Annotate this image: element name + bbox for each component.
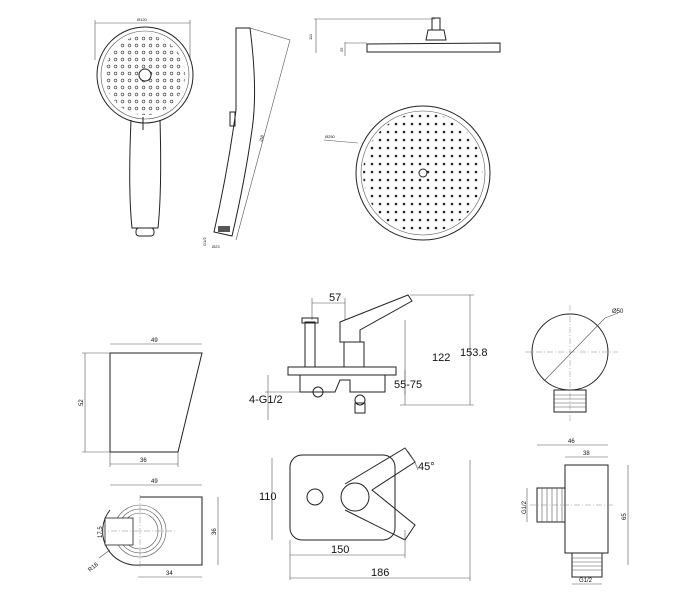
overhead-shower-side-view: 111 25 <box>308 17 501 56</box>
hand-shower-diameter-label: Ø120 <box>137 17 148 22</box>
hand-shower-side-view: 258 G1/2 Ø23 <box>202 27 291 249</box>
mixer-width-150-label: 150 <box>331 544 349 556</box>
holder-depth-label: 36 <box>212 528 218 535</box>
mixer-angle-label: 45° <box>418 461 435 473</box>
overhead-plate-label: 25 <box>339 47 344 52</box>
holder-side-bottom-label: 36 <box>140 458 147 464</box>
holder-top-width-label: 49 <box>151 479 158 485</box>
mixer-wall-range-label: 55-75 <box>394 379 422 391</box>
holder-top-view: 49 17.5 R18 36 34 <box>87 479 219 578</box>
overhead-diameter-label: Ø250 <box>325 134 336 139</box>
elbow-side-thread-label: G1/2 <box>522 500 528 514</box>
holder-bottom-label: 34 <box>166 571 173 577</box>
holder-radius-label: R18 <box>87 561 100 573</box>
overhead-shower-front-view: Ø250 <box>323 105 491 241</box>
elbow-body-width-label: 38 <box>583 451 590 457</box>
mixer-inlets-label: 4-G1/2 <box>249 394 283 406</box>
wall-elbow-side-view: 46 38 G1/2 65 G1/2 <box>522 439 629 585</box>
elbow-height-label: 65 <box>622 513 628 520</box>
hand-shower-length-label: 258 <box>258 134 265 142</box>
hand-shower-front-view: Ø120 <box>94 17 194 237</box>
holder-slot-label: 17.5 <box>98 526 104 538</box>
hand-shower-nozzle-label: Ø23 <box>212 244 220 249</box>
mixer-width-186-label: 186 <box>371 567 389 579</box>
wall-elbow-front-view: Ø50 <box>525 305 624 422</box>
hand-shower-thread-label: G1/2 <box>202 237 207 246</box>
elbow-diameter-label: Ø50 <box>612 309 624 315</box>
elbow-depth-label: 46 <box>568 439 575 445</box>
holder-side-top-label: 49 <box>151 338 158 344</box>
mixer-front-view: 57 122 153.8 55-75 4-G1/2 <box>249 292 488 420</box>
mixer-height-122-label: 122 <box>432 352 450 364</box>
holder-side-height-label: 52 <box>79 399 85 406</box>
mixer-plate-height-label: 110 <box>259 491 277 503</box>
overhead-height-label: 111 <box>308 33 313 40</box>
mixer-total-height-label: 153.8 <box>460 347 488 359</box>
elbow-bottom-thread-label: G1/2 <box>579 578 593 584</box>
holder-side-view: 49 52 36 <box>79 338 203 467</box>
mixer-top-view: 45° 110 150 186 <box>259 447 471 581</box>
mixer-lever-offset-label: 57 <box>329 292 341 304</box>
